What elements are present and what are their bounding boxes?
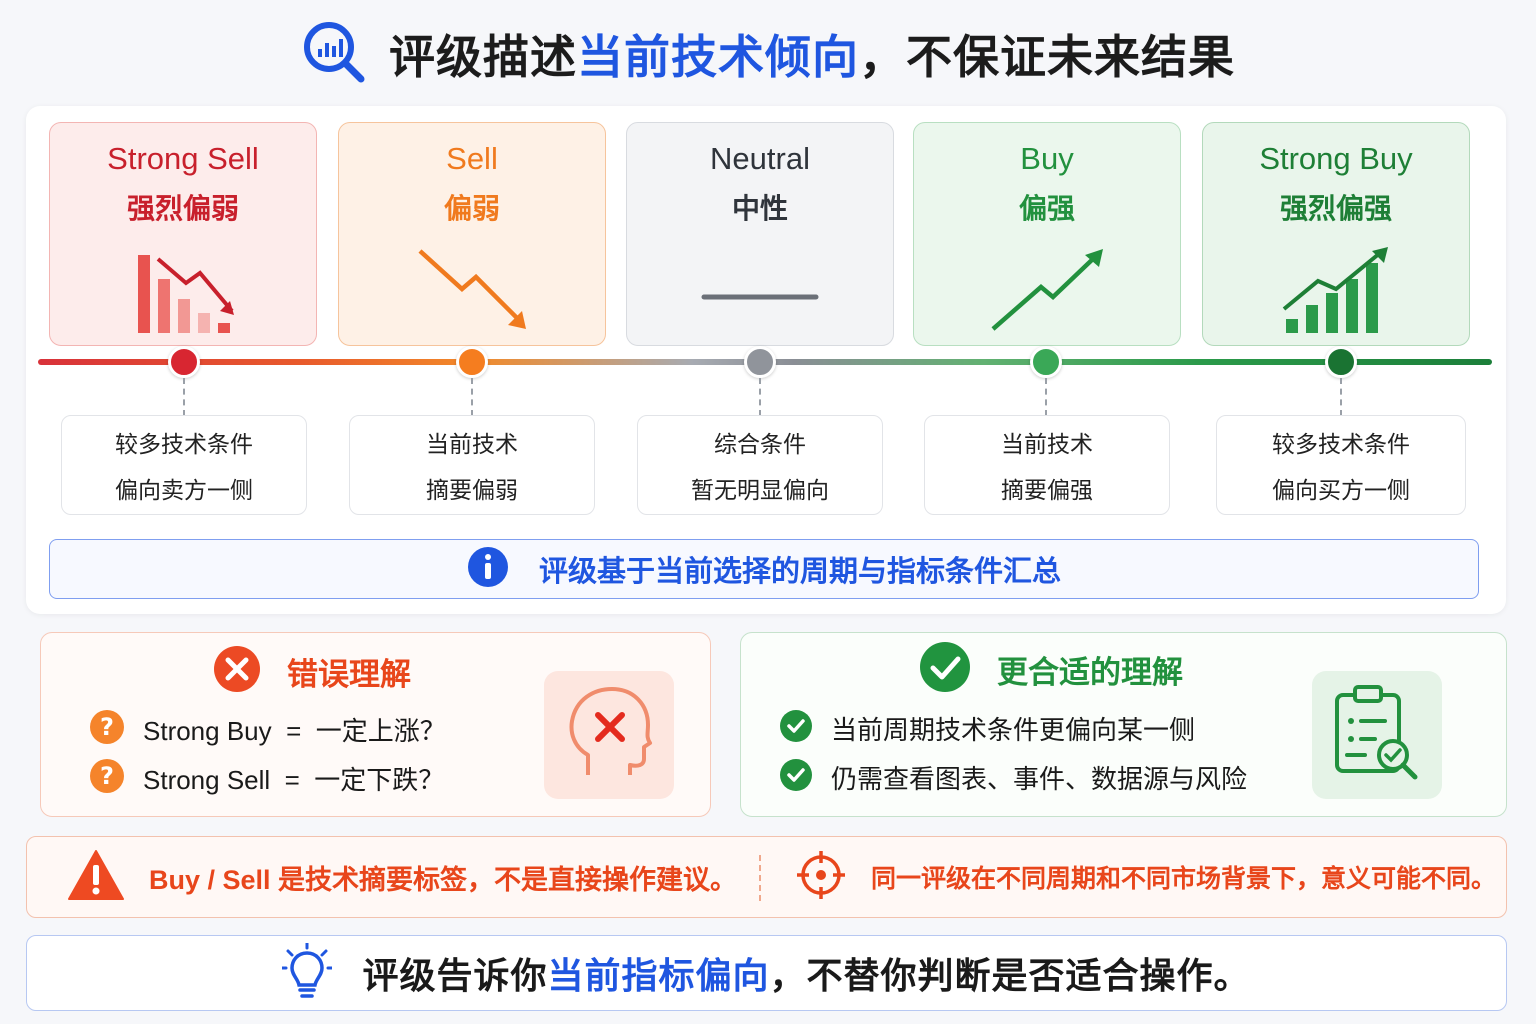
trend-down-icon [412,227,532,340]
wrong-panel-title: 错误理解 [287,657,411,692]
desc-line: 较多技术条件 [115,431,253,457]
desc-line: 摘要偏强 [1001,477,1093,503]
bottom-summary-text: 评级告诉你当前指标偏向，不替你判断是否适合操作。 [362,955,1251,996]
rating-label-zh: 偏强 [1018,193,1075,224]
desc-line: 当前技术 [426,431,518,457]
desc-line: 暂无明显偏向 [691,477,829,503]
page-header: 评级描述当前技术倾向，不保证未来结果 [0,14,1536,94]
wrong-item: ? Strong Buy = 一定上涨？ [89,709,446,750]
connector-dash [183,378,185,416]
scale-dot-strong-buy [1325,346,1357,378]
bottom-summary-bar: 评级告诉你当前指标偏向，不替你判断是否适合操作。 [26,935,1507,1011]
desc-card-neutral: 综合条件 暂无明显偏向 [637,415,883,515]
desc-line: 较多技术条件 [1272,431,1410,457]
wrong-panel-header: 错误理解 [213,645,411,698]
right-item-text: 当前周期技术条件更偏向某一侧 [831,715,1196,745]
scale-dot-neutral [744,346,776,378]
flat-line-icon [700,227,820,340]
desc-line: 当前技术 [1001,431,1093,457]
scale-dot-buy [1030,346,1062,378]
warning-text: Buy / Sell 是技术摘要标签，不是直接操作建议。 [149,864,738,895]
check-icon [779,758,813,797]
rating-label-zh: 中性 [731,193,788,224]
magnifier-chart-icon [301,19,367,90]
rating-label-en: Buy [1020,141,1074,176]
right-panel-header: 更合适的理解 [919,641,1183,698]
bar-chart-down-icon [128,227,238,340]
head-x-icon [564,685,654,786]
check-circle-icon [919,641,971,698]
wrong-item-text: Strong Sell = 一定下跌？ [143,765,445,795]
scale-dot-sell [456,346,488,378]
rating-label-en: Neutral [710,141,810,176]
clipboard-search-tile [1312,671,1442,799]
connector-dash [1340,378,1342,416]
right-item: 当前周期技术条件更偏向某一侧 [779,709,1195,748]
info-text: 评级基于当前选择的周期与指标条件汇总 [538,556,1061,588]
rating-label-en: Sell [446,141,498,176]
desc-card-buy: 当前技术 摘要偏强 [924,415,1170,515]
question-icon: ? [89,758,125,799]
connector-dash [759,378,761,416]
info-bar: 评级基于当前选择的周期与指标条件汇总 [49,539,1479,599]
rating-card-buy: Buy 偏强 [913,122,1181,346]
check-icon [779,709,813,748]
desc-card-strong-sell: 较多技术条件 偏向卖方一侧 [61,415,307,515]
warning-label-note: Buy / Sell 是技术摘要标签，不是直接操作建议。 [67,837,737,917]
trend-up-icon [987,227,1107,340]
rating-label-en: Strong Buy [1259,141,1413,176]
warning-divider [759,855,761,901]
desc-line: 综合条件 [714,431,806,457]
bar-chart-up-icon [1276,227,1396,340]
scale-dot-strong-sell [168,346,200,378]
question-icon: ? [89,709,125,750]
x-circle-icon [213,645,261,698]
rating-card-strong-buy: Strong Buy 强烈偏强 [1202,122,1470,346]
wrong-item: ? Strong Sell = 一定下跌？ [89,758,444,799]
svg-text:?: ? [100,713,114,741]
svg-text:?: ? [100,762,114,790]
desc-line: 摘要偏弱 [426,477,518,503]
rating-card-sell: Sell 偏弱 [338,122,606,346]
desc-line: 偏向买方一侧 [1272,477,1410,503]
right-item-text: 仍需查看图表、事件、数据源与风险 [831,764,1248,794]
warning-triangle-icon [67,849,125,906]
rating-label-zh: 偏弱 [443,193,500,224]
rating-card-strong-sell: Strong Sell 强烈偏弱 [49,122,317,346]
desc-card-sell: 当前技术 摘要偏弱 [349,415,595,515]
connector-dash [1045,378,1047,416]
desc-card-strong-buy: 较多技术条件 偏向买方一侧 [1216,415,1466,515]
target-icon [795,849,847,906]
desc-line: 偏向卖方一侧 [115,477,253,503]
right-panel-title: 更合适的理解 [997,655,1183,690]
rating-label-zh: 强烈偏弱 [126,193,239,224]
wrong-understanding-panel: 错误理解 ? Strong Buy = 一定上涨？ ? Strong Sell … [40,632,711,817]
lightbulb-icon [280,941,334,1004]
rating-label-zh: 强烈偏强 [1279,193,1392,224]
wrong-item-text: Strong Buy = 一定上涨？ [143,716,446,746]
rating-label-en: Strong Sell [107,141,259,176]
warning-bar: Buy / Sell 是技术摘要标签，不是直接操作建议。 同一评级在不同周期和不… [26,836,1507,918]
info-icon [467,546,509,593]
rating-card-neutral: Neutral 中性 [626,122,894,346]
page-title: 评级描述当前技术倾向，不保证未来结果 [389,31,1235,83]
context-note: 同一评级在不同周期和不同市场背景下，意义可能不同。 [795,837,1496,917]
connector-dash [471,378,473,416]
right-understanding-panel: 更合适的理解 当前周期技术条件更偏向某一侧 仍需查看图表、事件、数据源与风险 [740,632,1507,817]
clipboard-search-icon [1331,683,1423,788]
context-text: 同一评级在不同周期和不同市场背景下，意义可能不同。 [871,865,1497,893]
head-x-tile [544,671,674,799]
right-item: 仍需查看图表、事件、数据源与风险 [779,758,1247,797]
